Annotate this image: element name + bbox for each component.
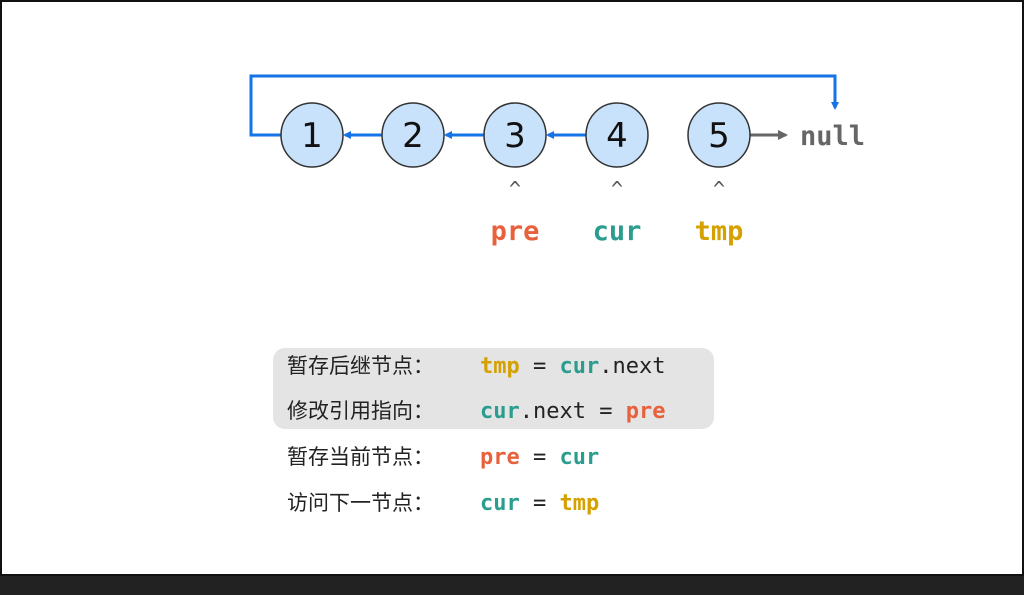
- var-pre: pre: [625, 399, 666, 424]
- step-row: 暂存当前节点： pre = cur: [287, 442, 599, 472]
- node-circle: [687, 102, 751, 168]
- var-tmp: tmp: [480, 354, 520, 379]
- var-cur: cur: [480, 491, 520, 516]
- step-code: cur = tmp: [480, 491, 599, 516]
- node-circle: [280, 102, 344, 168]
- var-cur: cur: [559, 354, 600, 379]
- step-code: pre = cur: [480, 445, 599, 470]
- step-row: 访问下一节点： cur = tmp: [287, 488, 599, 518]
- list-node: 5: [687, 102, 751, 168]
- step-row: 暂存后继节点： tmp = cur.next: [287, 351, 665, 381]
- step-code: tmp = cur.next: [480, 354, 665, 379]
- node-value: 4: [606, 116, 628, 156]
- node-value: 2: [402, 116, 424, 156]
- code-text: =: [519, 445, 560, 470]
- list-node: 2: [381, 102, 445, 168]
- node-circle: [585, 102, 649, 168]
- step-label: 修改引用指向：: [287, 399, 434, 423]
- caret-tmp: ^: [713, 177, 725, 201]
- step-row: 修改引用指向： cur.next = pre: [287, 396, 665, 426]
- var-cur: cur: [559, 445, 600, 470]
- list-node: 3: [483, 102, 547, 168]
- pointer-cur: cur: [593, 216, 642, 247]
- list-node: 1: [280, 102, 344, 168]
- step-label: 暂存当前节点：: [287, 445, 434, 469]
- caret-pre: ^: [509, 177, 521, 201]
- var-cur: cur: [480, 399, 520, 424]
- highlight-box: [273, 348, 714, 429]
- list-node: 4: [585, 102, 649, 168]
- node-value: 1: [301, 116, 323, 156]
- step-code: cur.next = pre: [480, 399, 665, 424]
- code-text: =: [519, 354, 560, 379]
- node-value: 5: [708, 116, 730, 156]
- node-circle: [483, 102, 547, 168]
- pointer-tmp: tmp: [695, 216, 744, 247]
- node-value: 3: [504, 116, 526, 156]
- pointer-pre: pre: [491, 216, 540, 247]
- canvas: [0, 0, 1024, 576]
- var-tmp: tmp: [559, 491, 600, 516]
- loop-link-arrow: [249, 74, 839, 137]
- var-pre: pre: [480, 445, 520, 470]
- code-text: .next =: [519, 399, 626, 424]
- node-circle: [381, 102, 445, 168]
- caret-cur: ^: [611, 177, 623, 201]
- code-text: =: [519, 491, 560, 516]
- null-label: null: [800, 121, 865, 152]
- code-text: .next: [599, 354, 666, 379]
- step-label: 访问下一节点：: [287, 491, 434, 515]
- step-label: 暂存后继节点：: [287, 354, 434, 378]
